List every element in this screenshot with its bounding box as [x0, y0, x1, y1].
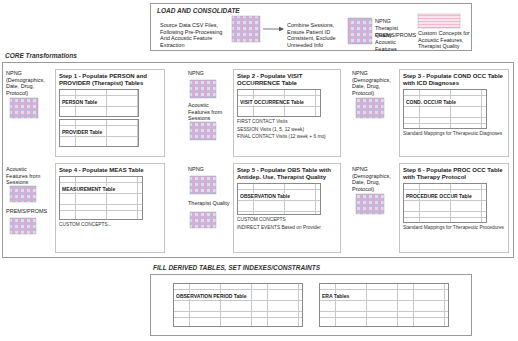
table-box: PERSON Table	[59, 89, 139, 117]
heading: Step 3 - Populate COND OCC Table with IC…	[403, 73, 505, 87]
step-box: Step 5 - Populate OBS Table with Antidep…	[233, 163, 341, 253]
table-box: PROCEDURE OCCUR Table	[403, 183, 487, 223]
heading: FILL DERIVED TABLES, SET INDEXES/CONSTRA…	[153, 264, 320, 271]
source-label: Source Data CSV Files, Following Pre-Pro…	[160, 22, 230, 48]
table-box: MEASUREMENT Table	[59, 176, 143, 220]
step-box: Step 6 - Populate PROC OCC Table with Th…	[399, 163, 509, 253]
table-box: PROVIDER Table	[59, 119, 139, 147]
table-title: COND. OCCUR Table	[405, 99, 457, 105]
section-box: FILL DERIVED TABLES, SET INDEXES/CONSTRA…	[150, 274, 472, 336]
heading: Step 1 - Populate PERSON and PROVIDER (T…	[59, 73, 161, 87]
source-label: NPNG	[188, 70, 228, 77]
source-label: Acoustic Features from Sessions	[188, 102, 230, 122]
source-label: Combine Sessions, Ensure Patient ID Cons…	[287, 22, 345, 48]
note-text: SESSION Visits (1, 5, 12 week)	[237, 127, 337, 133]
source-label: PREMS/PROMS	[375, 32, 415, 39]
section-box: CORE TransformationsStep 1 - Populate PE…	[2, 62, 514, 258]
table-box: OBSERVATION Table	[237, 183, 321, 215]
table-box: VISIT OCCURRENCE Table	[237, 89, 321, 117]
table-title: ERA Tables	[321, 293, 350, 299]
source-label: Acoustic Features	[375, 39, 415, 52]
table-title: OBSERVATION Table	[239, 193, 291, 199]
table-title: VISIT OCCURRENCE Table	[239, 99, 305, 105]
table-box: OBSERVATION PERIOD Table	[173, 283, 303, 327]
step-box: Step 2 - Populate VISIT OCCURRENCE Table…	[233, 69, 341, 157]
heading: Step 5 - Populate OBS Table with Antidep…	[237, 167, 337, 181]
table-title: PROCEDURE OCCUR Table	[405, 193, 473, 199]
step-box: Step 4 - Populate MEAS TableMEASUREMENT …	[55, 163, 165, 253]
source-label: NPNG	[375, 18, 415, 25]
table-title: OBSERVATION PERIOD Table	[175, 293, 247, 299]
table-title: PERSON Table	[61, 99, 98, 105]
source-label: NPNG (Demographics, Date, Drug, Protocol…	[352, 70, 396, 96]
source-label: Custom Concepts for Acoustic Features, T…	[418, 30, 470, 50]
heading: Step 6 - Populate PROC OCC Table with Th…	[403, 167, 505, 181]
step-box: Step 1 - Populate PERSON and PROVIDER (T…	[55, 69, 165, 157]
heading: CORE Transformations	[5, 52, 77, 59]
step-box: Step 3 - Populate COND OCC Table with IC…	[399, 69, 509, 157]
note-text: CUSTOM CONCEPTS	[237, 217, 337, 223]
note-text: INDIRECT EVENTS Based on Provider	[237, 225, 337, 231]
source-label: PREMS/PROMS	[6, 208, 50, 215]
source-label: NPNG (Demographics, Date, Drug, Protocol…	[352, 166, 396, 192]
source-label: Therapist Quality	[188, 200, 230, 207]
note-text: Standard Mappings for Therapeutic Proced…	[403, 225, 505, 231]
heading: LOAD AND CONSOLIDATE	[157, 7, 471, 14]
table-box: COND. OCCUR Table	[403, 89, 487, 129]
source-label: Acoustic Features from Sessions	[6, 166, 50, 186]
source-label: NPNG	[188, 166, 228, 173]
table-box: ERA Tables	[319, 283, 449, 327]
flow-arrow	[263, 29, 283, 30]
note-text: Standard Mappings for Therapeutic Diagno…	[403, 131, 505, 137]
note-text: FIRST CONTACT Visits	[237, 119, 337, 125]
note-text: CUSTOM CONCEPTS...	[59, 222, 161, 228]
table-title: PROVIDER Table	[61, 129, 103, 135]
note-text: FINAL CONTACT Visits (12 week + 6 mo)	[237, 134, 337, 140]
heading: Step 2 - Populate VISIT OCCURRENCE Table	[237, 73, 337, 87]
source-label: NPNG (Demographics, Date, Drug, Protocol…	[6, 70, 50, 96]
heading: Step 4 - Populate MEAS Table	[59, 167, 161, 174]
table-title: MEASUREMENT Table	[61, 186, 116, 192]
